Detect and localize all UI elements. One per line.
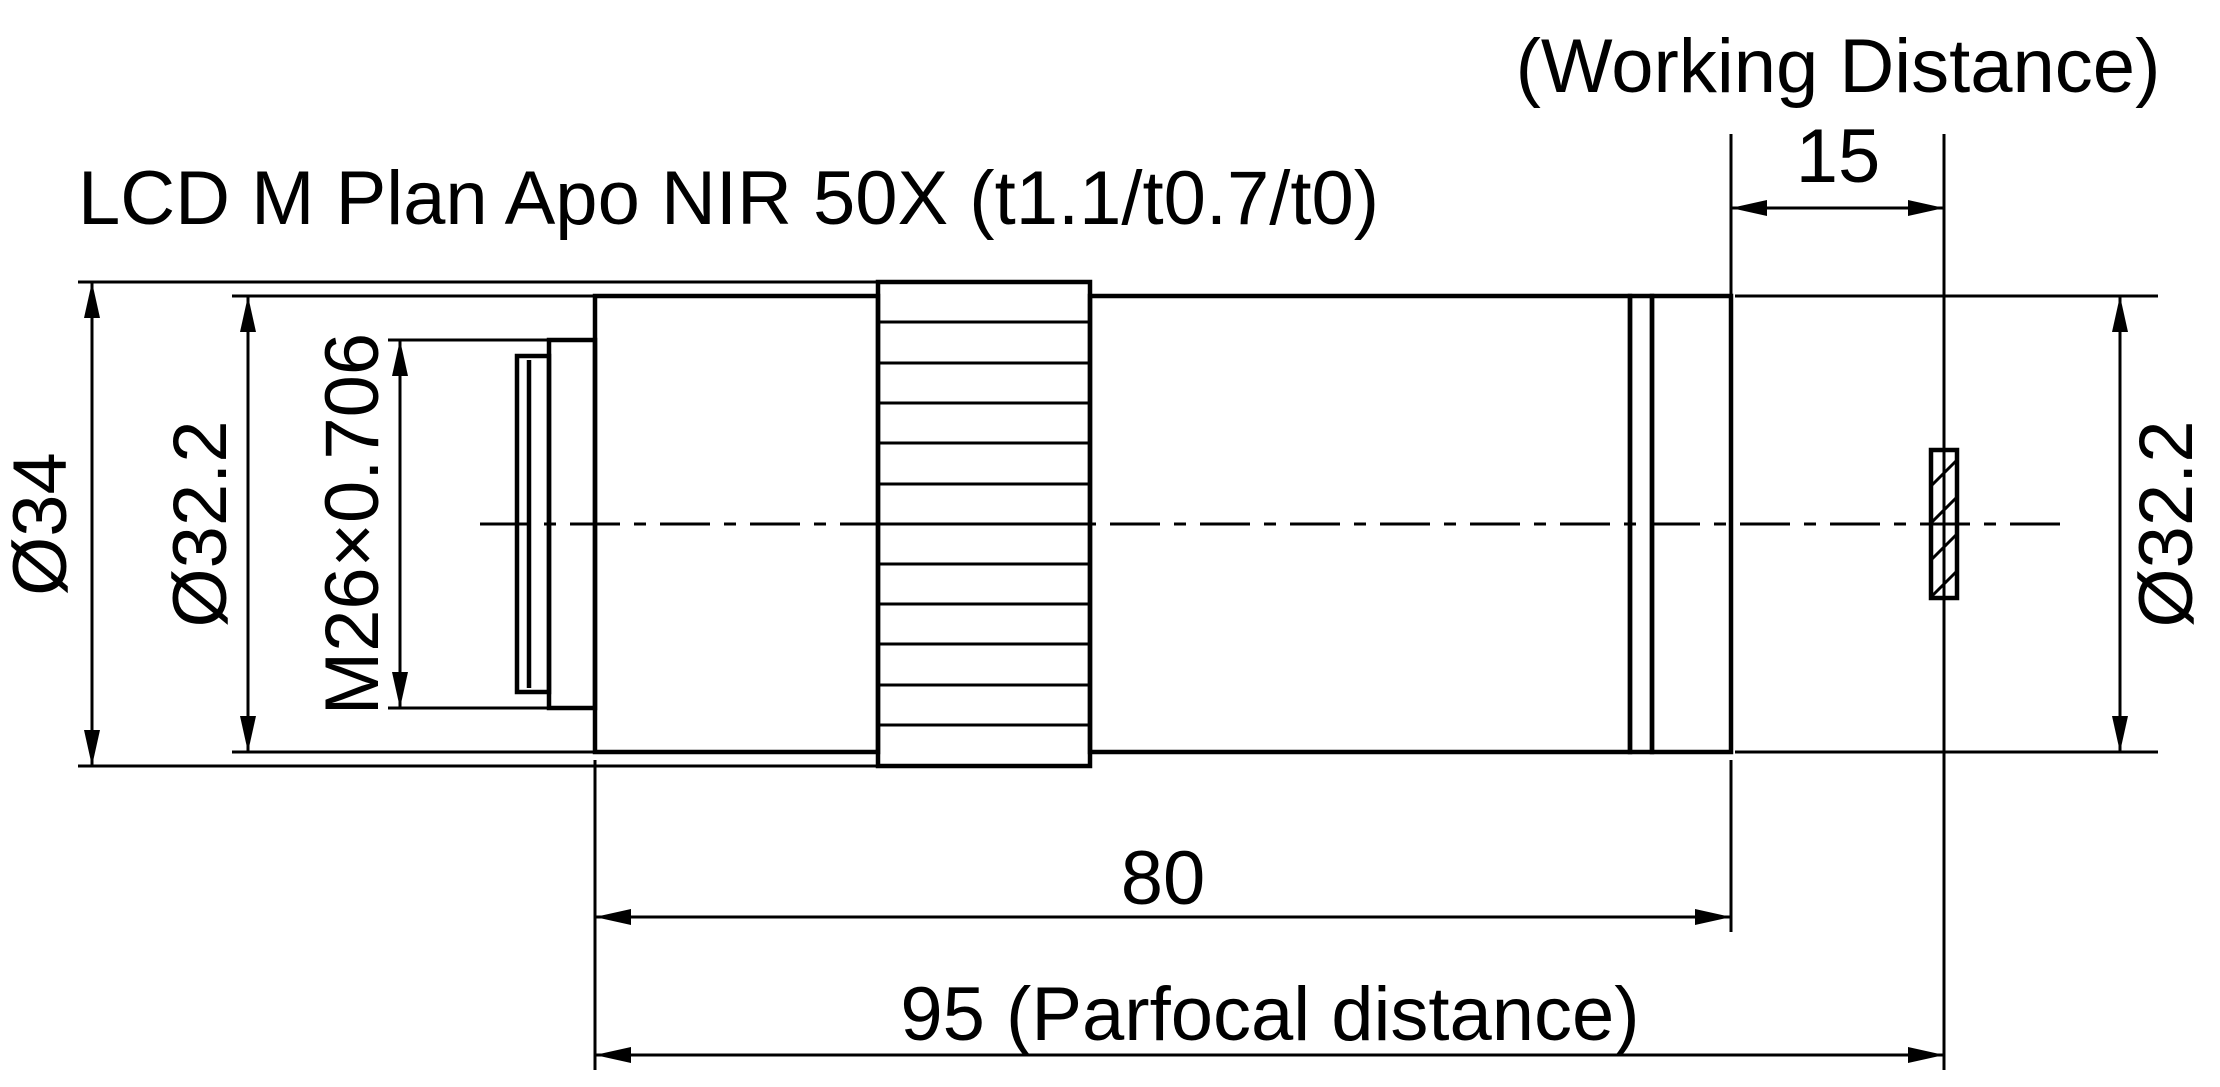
arrowhead [595, 909, 631, 925]
arrowhead [2112, 296, 2128, 332]
knurl-texture [878, 320, 1090, 727]
arrowheads [84, 200, 2128, 1063]
arrowhead [2112, 716, 2128, 752]
working-distance-label: (Working Distance) [1516, 24, 2161, 109]
arrowhead [1731, 200, 1767, 216]
drawing-title: LCD M Plan Apo NIR 50X (t1.1/t0.7/t0) [78, 156, 1379, 241]
front-cap [1649, 293, 1734, 755]
barrel-diameter-label: Ø32.2 [158, 420, 243, 627]
working-distance-value: 15 [1796, 114, 1881, 199]
arrowhead [392, 340, 408, 376]
outer-diameter-label: Ø34 [0, 452, 83, 596]
arrowhead [84, 282, 100, 318]
arrowhead [240, 296, 256, 332]
arrowhead [1695, 909, 1731, 925]
arrowhead [84, 730, 100, 766]
arrowhead [1908, 200, 1944, 216]
arrowhead [1908, 1047, 1944, 1063]
parfocal-distance-label: 95 (Parfocal distance) [900, 972, 1639, 1057]
arrowhead [595, 1047, 631, 1063]
body-length-value: 80 [1121, 836, 1206, 921]
arrowhead [392, 672, 408, 708]
arrowhead [240, 716, 256, 752]
front-diameter-label: Ø32.2 [2124, 420, 2209, 627]
thread-spec-label: M26×0.706 [310, 333, 395, 715]
